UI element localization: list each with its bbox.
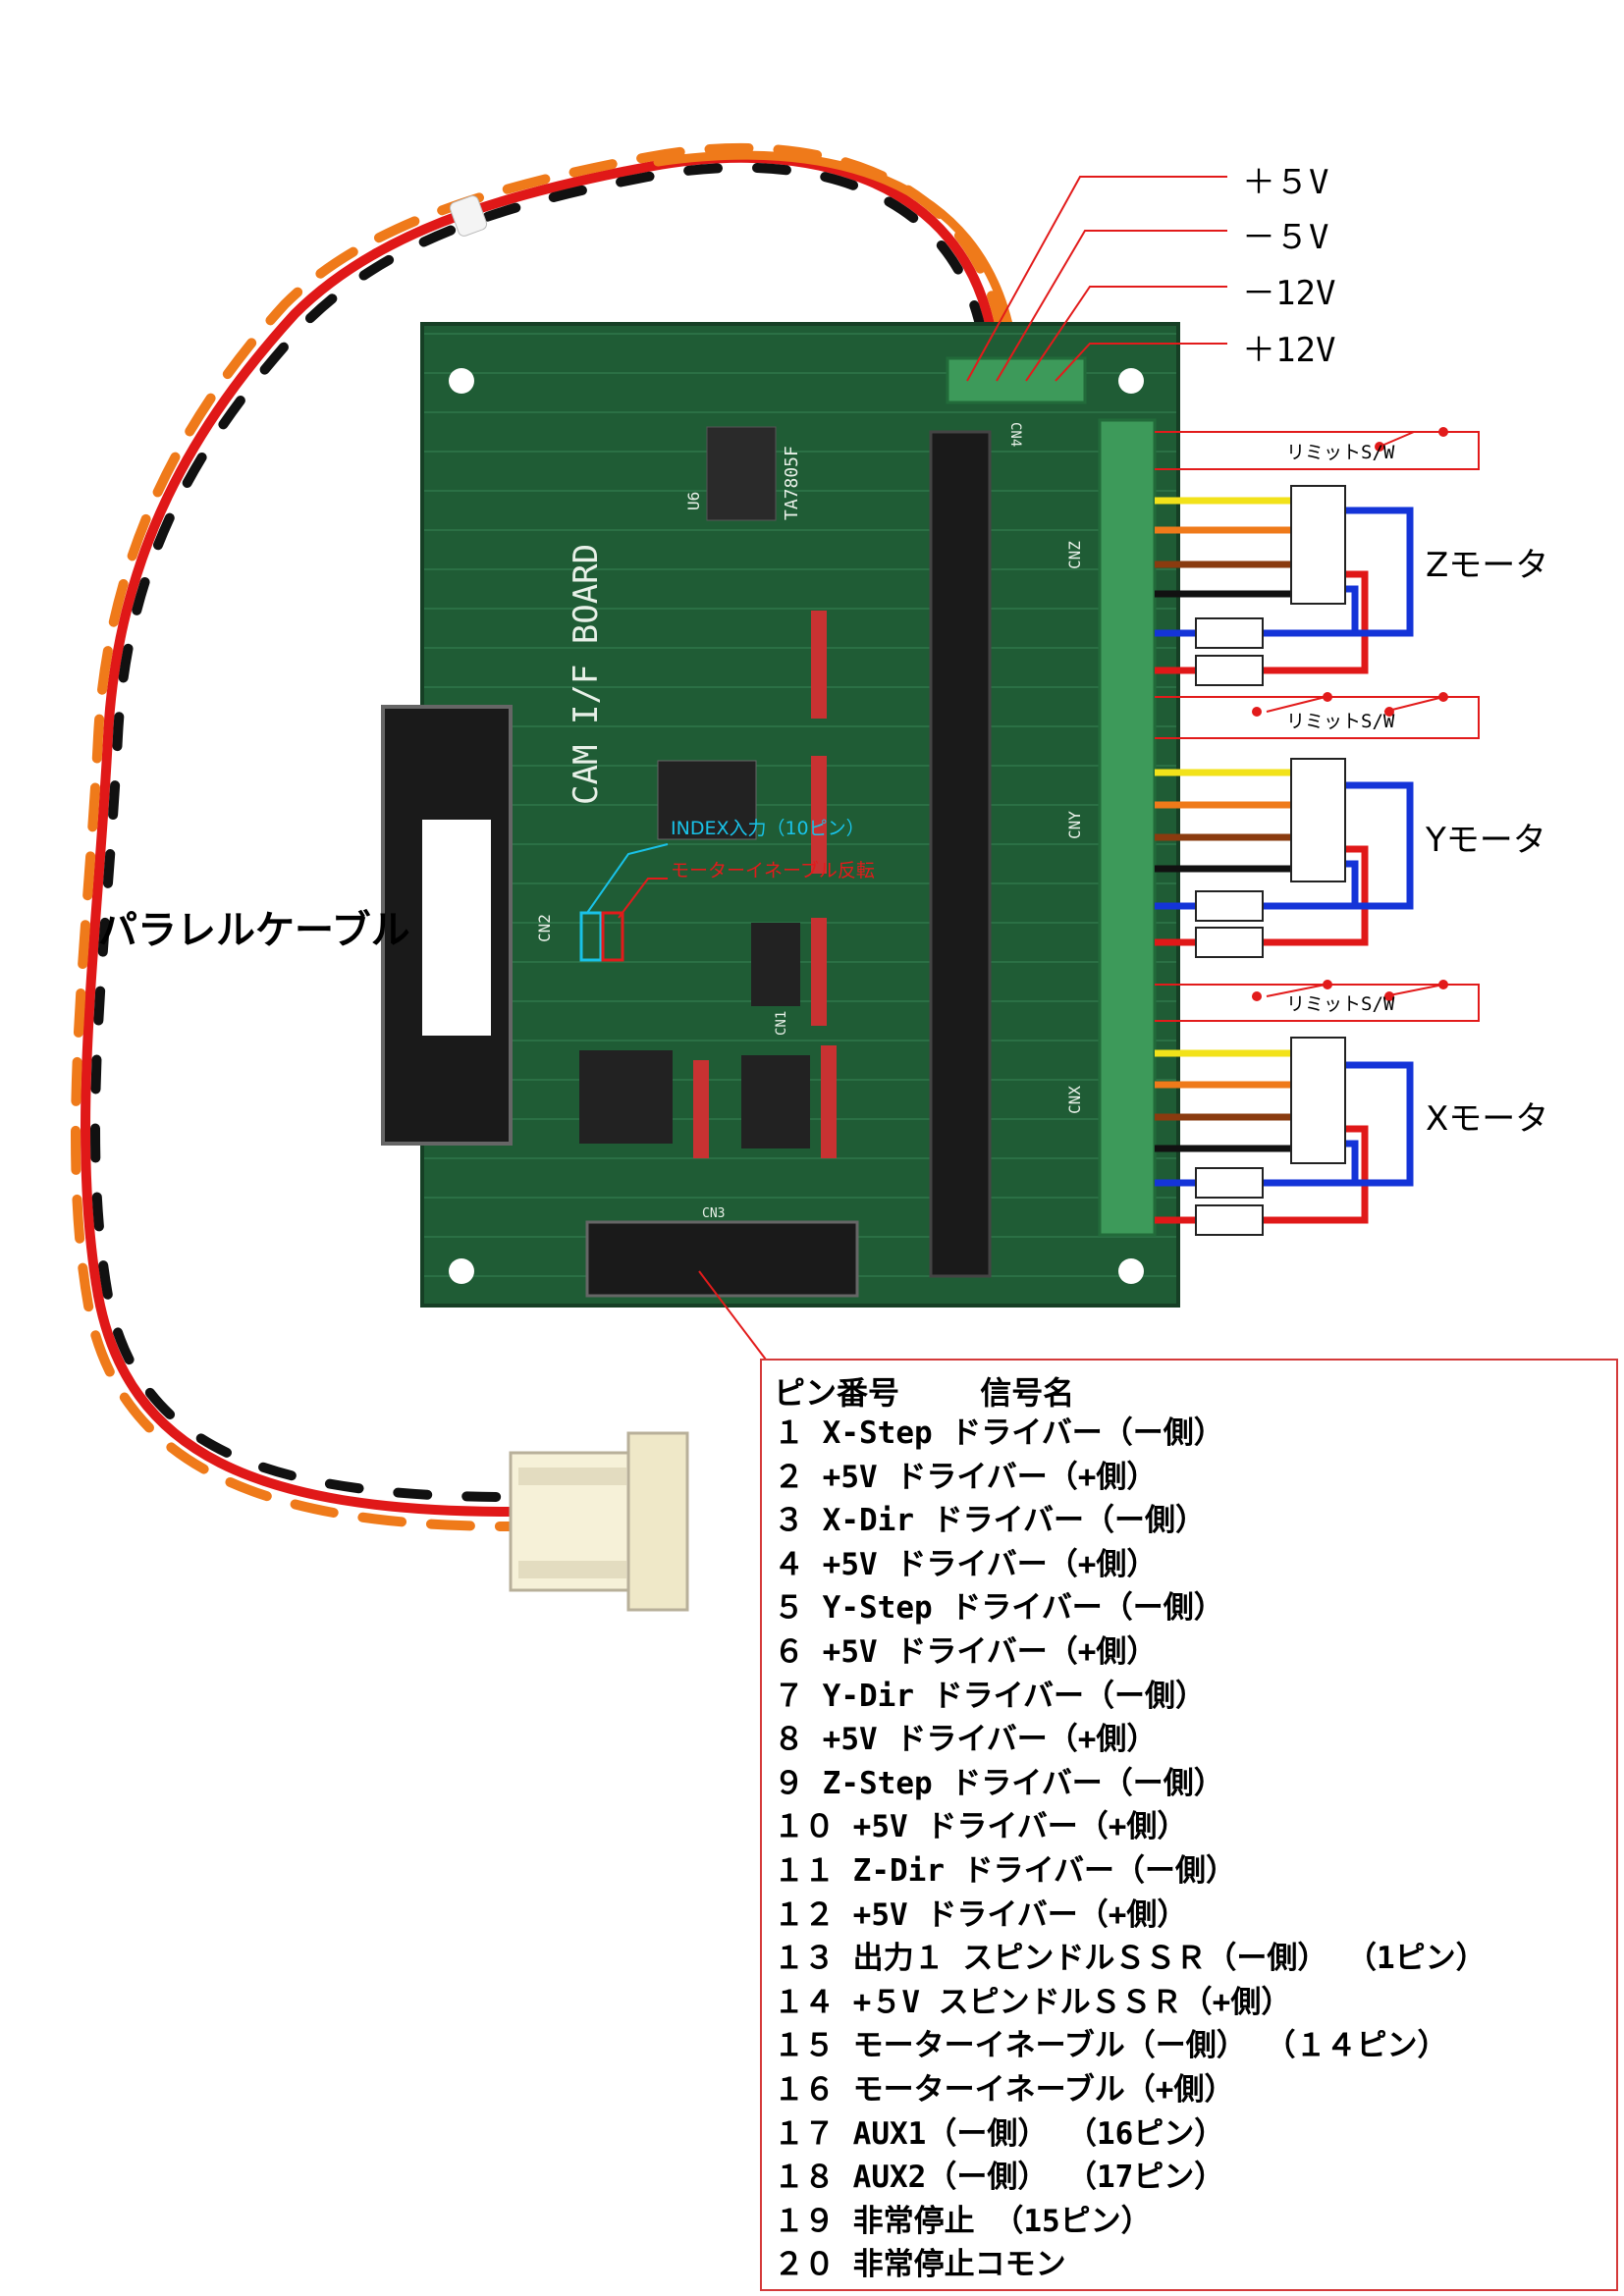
pin-row: １６ モーターイネーブル（+側） [774,2071,1235,2108]
pin-row: １５ モーターイネーブル（ー側） （１４ピン） [774,2028,1448,2064]
enable-note: モーターイネーブル反転 [671,859,875,881]
index-callout-line [586,843,669,914]
cnx-label: CNX [1065,1086,1084,1114]
index-note: INDEX入力（10ピン） [671,818,865,839]
enable-jumper-box [601,911,624,962]
pin-row: ３ X-Dir ドライバー（ー側） [774,1503,1207,1539]
voltage-minus5v: －５V [1242,218,1329,257]
pin-row: ２ +5V ドライバー（+側） [774,1459,1158,1495]
pin-row: １０ +5V ドライバー（+側） [774,1809,1188,1845]
voltage-minus12v: －12V [1242,274,1336,313]
z-coil-box [1290,485,1346,605]
x-resistor-2 [1195,1204,1264,1236]
u6-label: U6 [684,492,703,510]
twisted-cable [71,142,1016,1531]
pin-row: １１ Z-Dir ドライバー（ー側） [774,1852,1237,1889]
pin-row: １４ +５V スピンドルＳＳＲ（+側） [774,1984,1292,2020]
limit-switch-wiring [1155,431,1480,1022]
x-resistor-1 [1195,1167,1264,1199]
voltage-plus12v: ＋12V [1242,331,1336,370]
z-motor-wiring [1155,497,1414,674]
limit-switch-label-x: リミットS/W [1286,993,1395,1015]
pin-row: ６ +5V ドライバー（+側） [774,1633,1158,1670]
pin-number-header: ピン番号 [774,1374,900,1412]
power-plug [509,1431,689,1612]
pin-table-rows: １ X-Step ドライバー（ー側） ２ +5V ドライバー（+側） ３ X-D… [774,1412,1487,2287]
y-coil-box [1290,758,1346,882]
cny-label: CNY [1065,811,1084,839]
z-resistor-1 [1195,617,1264,649]
pin-row: ２０ 非常停止コモン [774,2247,1066,2283]
parallel-cable-label: パラレルケーブル [98,908,410,953]
limit-switch-dots [1252,427,1448,1001]
x-motor-label: Xモータ [1426,1099,1549,1139]
enable-callout-line [618,878,668,919]
pin-row: １７ AUX1（ー側） （16ピン） [774,2115,1225,2152]
pin-row: ４ +5V ドライバー（+側） [774,1546,1158,1582]
cn2-label: CN2 [535,914,554,942]
cn4-label: CN4 [1007,422,1023,447]
pin-row: ７ Y-Dir ドライバー（ー側） [774,1678,1207,1714]
cable-tie [449,195,488,237]
pcb-board [381,322,1180,1308]
pin-row: １ X-Step ドライバー（ー側） [774,1415,1224,1451]
x-coil-box [1290,1037,1346,1164]
pin-row: ９ Z-Step ドライバー（ー側） [774,1765,1224,1801]
pin-table-callout-line [698,1270,767,1361]
signal-name-header: 信号名 [980,1374,1075,1412]
z-resistor-2 [1195,655,1264,686]
pin-row: １３ 出力１ スピンドルＳＳＲ（ー側） （1ピン） [774,1941,1487,1977]
y-resistor-1 [1195,890,1264,922]
pin-row: １８ AUX2（ー側） （17ピン） [774,2160,1225,2196]
pin-row: １２ +5V ドライバー（+側） [774,1896,1188,1933]
y-resistor-2 [1195,927,1264,958]
y-motor-wiring [1155,769,1414,946]
pin-row: １９ 非常停止 （15ピン） [774,2203,1152,2239]
regulator-label: TA7805F [782,446,802,520]
pin-table-header: ピン番号 信号名 [774,1368,1074,1414]
cnz-label: CNZ [1065,541,1084,569]
x-motor-wiring [1155,1049,1414,1224]
z-motor-label: Zモータ [1426,546,1549,585]
cn3-label: CN3 [702,1206,725,1221]
index-jumper-box [579,911,603,962]
cn1-label: CN1 [774,1011,789,1036]
voltage-callouts [966,176,1227,382]
pin-table: ピン番号 信号名 １ X-Step ドライバー（ー側） ２ +5V ドライバー（… [760,1359,1618,2291]
limit-switch-label-z: リミットS/W [1286,442,1395,463]
pin-row: ８ +5V ドライバー（+側） [774,1722,1158,1758]
y-motor-label: Yモータ [1426,821,1546,860]
pin-row: ５ Y-Step ドライバー（ー側） [774,1590,1224,1627]
limit-switch-label-y: リミットS/W [1286,711,1395,732]
board-title: CAM I/F BOARD [567,544,606,805]
voltage-plus5v: ＋５V [1242,163,1329,202]
